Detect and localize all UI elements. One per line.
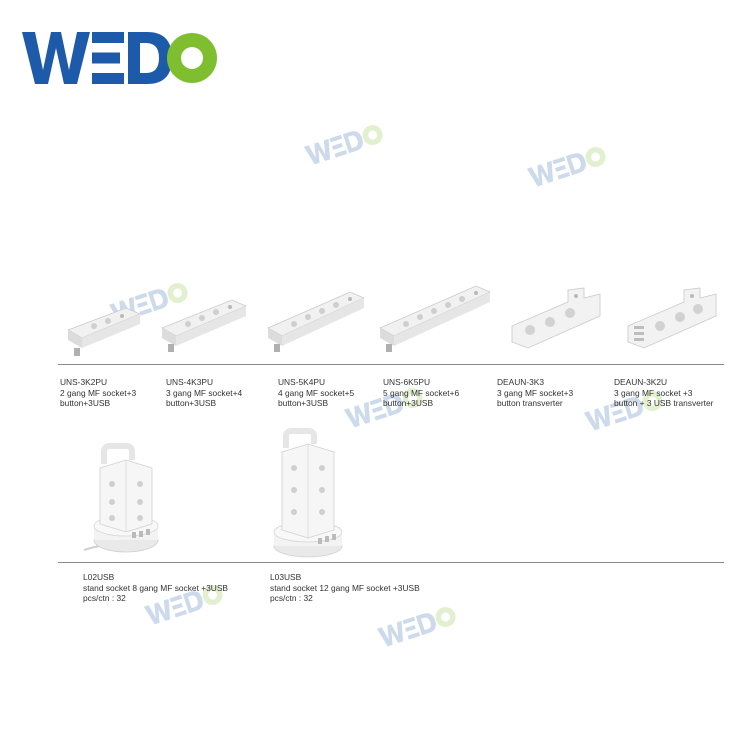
- product-image-deaun-3k3: [511, 287, 601, 349]
- product-image-uns-5k4pu: [267, 291, 365, 352]
- product-caption-uns-5k4pu: UNS-5K4PU 4 gang MF socket+5 button+3USB: [278, 377, 354, 409]
- product-caption-deaun-3k3: DEAUN-3K3 3 gang MF socket+3 button tran…: [497, 377, 573, 409]
- product-description: button+3USB: [60, 398, 111, 409]
- product-description: 3 gang MF socket+3: [497, 387, 574, 398]
- product-image-l02usb: [83, 443, 159, 553]
- product-description: 2 gang MF socket+3: [60, 387, 137, 398]
- watermark: [526, 144, 609, 188]
- product-model: DEAUN-3K2U: [614, 377, 668, 387]
- product-caption-deaun-3k2u: DEAUN-3K2U 3 gang MF socket +3 button + …: [614, 377, 713, 409]
- product-image-l03usb: [273, 428, 343, 558]
- product-model: L02USB: [83, 572, 115, 582]
- logo-letter-o: [167, 33, 217, 83]
- product-description: button+3USB: [278, 398, 329, 409]
- divider-line: [58, 562, 724, 563]
- product-model: UNS-4K3PU: [166, 377, 214, 387]
- product-packing: pcs/ctn : 32: [270, 593, 313, 604]
- product-image-uns-4k3pu: [161, 299, 248, 352]
- logo-letter-e: [92, 32, 124, 84]
- product-model: UNS-6K5PU: [383, 377, 431, 387]
- product-description: stand socket 8 gang MF socket +3USB: [83, 582, 229, 593]
- logo-letter-d: [128, 32, 172, 84]
- product-model: DEAUN-3K3: [497, 377, 545, 387]
- product-description: 3 gang MF socket +3: [614, 387, 693, 398]
- product-description: button transverter: [497, 398, 563, 409]
- product-description: stand socket 12 gang MF socket +3USB: [270, 582, 420, 593]
- product-caption-uns-6k5pu: UNS-6K5PU 5 gang MF socket+6 button+3USB: [383, 377, 459, 409]
- product-packing: pcs/ctn : 32: [83, 593, 126, 604]
- product-description: 3 gang MF socket+4: [166, 387, 243, 398]
- product-caption-uns-4k3pu: UNS-4K3PU 3 gang MF socket+4 button+3USB: [166, 377, 242, 409]
- product-image-deaun-3k2u: [627, 287, 717, 349]
- product-model: L03USB: [270, 572, 302, 582]
- product-caption-uns-3k2pu: UNS-3K2PU 2 gang MF socket+3 button+3USB: [60, 377, 136, 409]
- product-image-uns-3k2pu: [67, 307, 142, 356]
- product-image-uns-6k5pu: [379, 285, 491, 352]
- product-description: 4 gang MF socket+5: [278, 387, 355, 398]
- watermark: [303, 122, 386, 166]
- product-model: UNS-5K4PU: [278, 377, 326, 387]
- product-description: 5 gang MF socket+6: [383, 387, 460, 398]
- product-caption-l02usb: L02USB stand socket 8 gang MF socket +3U…: [83, 572, 228, 604]
- product-description: button+3USB: [383, 398, 434, 409]
- logo-letter-w: [22, 32, 90, 84]
- product-caption-l03usb: L03USB stand socket 12 gang MF socket +3…: [270, 572, 420, 604]
- product-description: button + 3 USB transverter: [614, 398, 714, 409]
- product-description: button+3USB: [166, 398, 217, 409]
- divider-line: [58, 364, 724, 365]
- watermark: [376, 604, 459, 648]
- product-model: UNS-3K2PU: [60, 377, 108, 387]
- wedo-logo: [22, 32, 217, 84]
